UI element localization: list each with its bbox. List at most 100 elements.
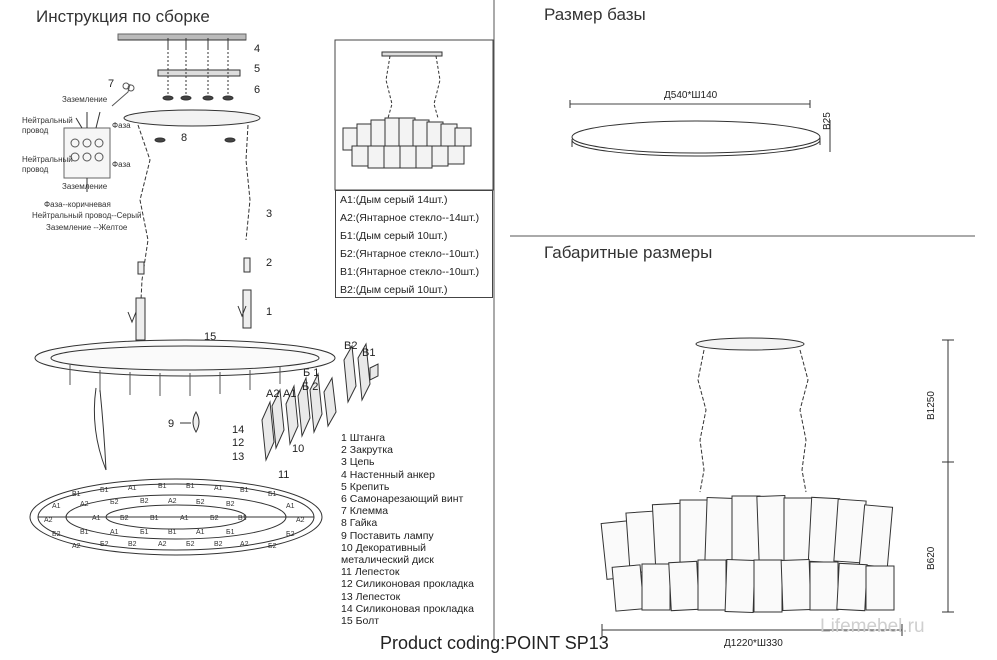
base-height-dimension: B25 <box>822 112 833 130</box>
glass-label-a1: A1 <box>283 388 297 400</box>
callout-10: 10 <box>292 443 305 455</box>
svg-text:A1: A1 <box>110 529 119 536</box>
parts-list: 1 Штанга 2 Закрутка 3 Цепь 4 Настенный а… <box>341 432 474 627</box>
svg-text:A2: A2 <box>80 501 89 508</box>
parts-item: 5 Крепить <box>341 480 390 493</box>
wiring-ground-bottom-label: Заземление <box>62 182 108 191</box>
legend-item: A1:(Дым серый 14шт.) <box>340 194 448 206</box>
svg-text:A2: A2 <box>158 541 167 548</box>
callout-12: 12 <box>232 437 245 449</box>
svg-text:Б2: Б2 <box>286 531 295 538</box>
legend-item: Б2:(Янтарное стекло--10шт.) <box>340 248 480 260</box>
svg-text:A1: A1 <box>196 529 205 536</box>
svg-text:B1: B1 <box>238 515 247 522</box>
watermark: Lifemebel.ru <box>820 616 925 637</box>
overall-dimensions-title: Габаритные размеры <box>544 243 713 262</box>
parts-item: 3 Цепь <box>341 456 375 469</box>
svg-text:A2: A2 <box>240 541 249 548</box>
parts-item: 2 Закрутка <box>341 444 393 457</box>
svg-text:A1: A1 <box>52 503 61 510</box>
parts-item: 12 Силиконовая прокладка <box>341 578 474 591</box>
parts-item: 13 Лепесток <box>341 590 401 603</box>
svg-text:Б1: Б1 <box>100 487 109 494</box>
svg-text:B2: B2 <box>214 541 223 548</box>
parts-item: 9 Поставить лампу <box>341 529 434 542</box>
parts-item: 1 Штанга <box>341 432 386 444</box>
svg-text:Б2: Б2 <box>268 543 277 550</box>
parts-item: 6 Самонарезающий винт <box>341 493 464 506</box>
svg-text:Б2: Б2 <box>110 499 119 506</box>
svg-text:Б2: Б2 <box>120 515 129 522</box>
callout-1: 1 <box>266 306 273 318</box>
svg-text:A1: A1 <box>92 515 101 522</box>
svg-text:A2: A2 <box>72 543 81 550</box>
wiring-neutral-label-2: Нейтральный провод <box>22 155 73 174</box>
svg-text:Б1: Б1 <box>226 529 235 536</box>
legend-item: A2:(Янтарное стекло--14шт.) <box>340 212 480 224</box>
glass-label-a2: A2 <box>266 388 280 400</box>
parts-item: 11 Лепесток <box>341 566 400 579</box>
svg-text:A2: A2 <box>44 517 53 524</box>
parts-item: 14 Силиконовая прокладка <box>341 602 474 615</box>
legend-item: B2:(Дым серый 10шт.) <box>340 284 448 296</box>
parts-item: 10 Декоративный <box>341 541 427 554</box>
svg-text:B2: B2 <box>226 501 235 508</box>
svg-text:A2: A2 <box>296 517 305 524</box>
svg-text:Б1: Б1 <box>268 491 277 498</box>
wiring-note-ground: Заземление --Желтое <box>46 223 128 232</box>
callout-4: 4 <box>254 43 261 55</box>
callout-15: 15 <box>204 331 217 343</box>
svg-text:B2: B2 <box>128 541 137 548</box>
body-height-dimension: B620 <box>926 546 937 570</box>
glass-label-b1: Б 1 <box>303 367 320 379</box>
svg-text:A1: A1 <box>180 515 189 522</box>
wiring-ground-top-label: Заземление <box>62 95 108 104</box>
svg-text:B1: B1 <box>150 515 159 522</box>
callout-5: 5 <box>254 63 261 75</box>
base-width-dimension: Д540*Ш140 <box>664 90 718 101</box>
glass-label-v1: B1 <box>362 347 376 359</box>
svg-text:B1: B1 <box>158 483 167 490</box>
svg-text:Б1: Б1 <box>140 529 149 536</box>
legend-item: B1:(Янтарное стекло--10шт.) <box>340 266 480 278</box>
callout-13: 13 <box>232 451 245 463</box>
svg-text:A1: A1 <box>214 485 223 492</box>
callout-8: 8 <box>181 132 188 144</box>
svg-text:B1: B1 <box>72 491 81 498</box>
product-code: Product coding:POINT SP13 <box>380 633 609 653</box>
parts-item: 4 Настенный анкер <box>341 468 435 481</box>
parts-item: металический диск <box>341 554 434 567</box>
glass-label-b2: Б 2 <box>302 381 319 393</box>
svg-text:Б2: Б2 <box>210 515 219 522</box>
base-size-title: Размер базы <box>544 5 646 24</box>
svg-text:B1: B1 <box>168 529 177 536</box>
callout-6: 6 <box>254 84 261 96</box>
svg-text:Б2: Б2 <box>100 541 109 548</box>
wiring-note-neutral: Нейтральный провод--Серый <box>32 211 142 220</box>
svg-text:Б2: Б2 <box>196 499 205 506</box>
total-height-dimension: B1250 <box>926 391 937 420</box>
svg-text:B1: B1 <box>80 529 89 536</box>
svg-text:A1: A1 <box>128 485 137 492</box>
legend-item: Б1:(Дым серый 10шт.) <box>340 230 448 242</box>
svg-text:Б2: Б2 <box>52 531 61 538</box>
parts-item: 8 Гайка <box>341 517 378 530</box>
callout-11: 11 <box>278 469 290 481</box>
wiring-note-phase: Фаза--коричневая <box>44 200 111 209</box>
wiring-neutral-label-1: Нейтральный провод <box>22 116 73 135</box>
wiring-phase-label-1: Фаза <box>112 121 131 130</box>
svg-text:A2: A2 <box>168 498 177 505</box>
callout-9: 9 <box>168 418 175 430</box>
svg-text:A1: A1 <box>286 503 295 510</box>
callout-3: 3 <box>266 208 273 220</box>
parts-item: 7 Клемма <box>341 505 389 518</box>
assembly-title: Инструкция по сборке <box>36 7 210 26</box>
glass-label-v2: B2 <box>344 340 358 352</box>
svg-text:B2: B2 <box>140 498 149 505</box>
parts-item: 15 Болт <box>341 615 380 628</box>
total-width-dimension: Д1220*Ш330 <box>724 638 783 649</box>
callout-2: 2 <box>266 257 273 269</box>
callout-7: 7 <box>108 78 115 90</box>
glass-legend: A1:(Дым серый 14шт.) A2:(Янтарное стекло… <box>335 190 493 298</box>
